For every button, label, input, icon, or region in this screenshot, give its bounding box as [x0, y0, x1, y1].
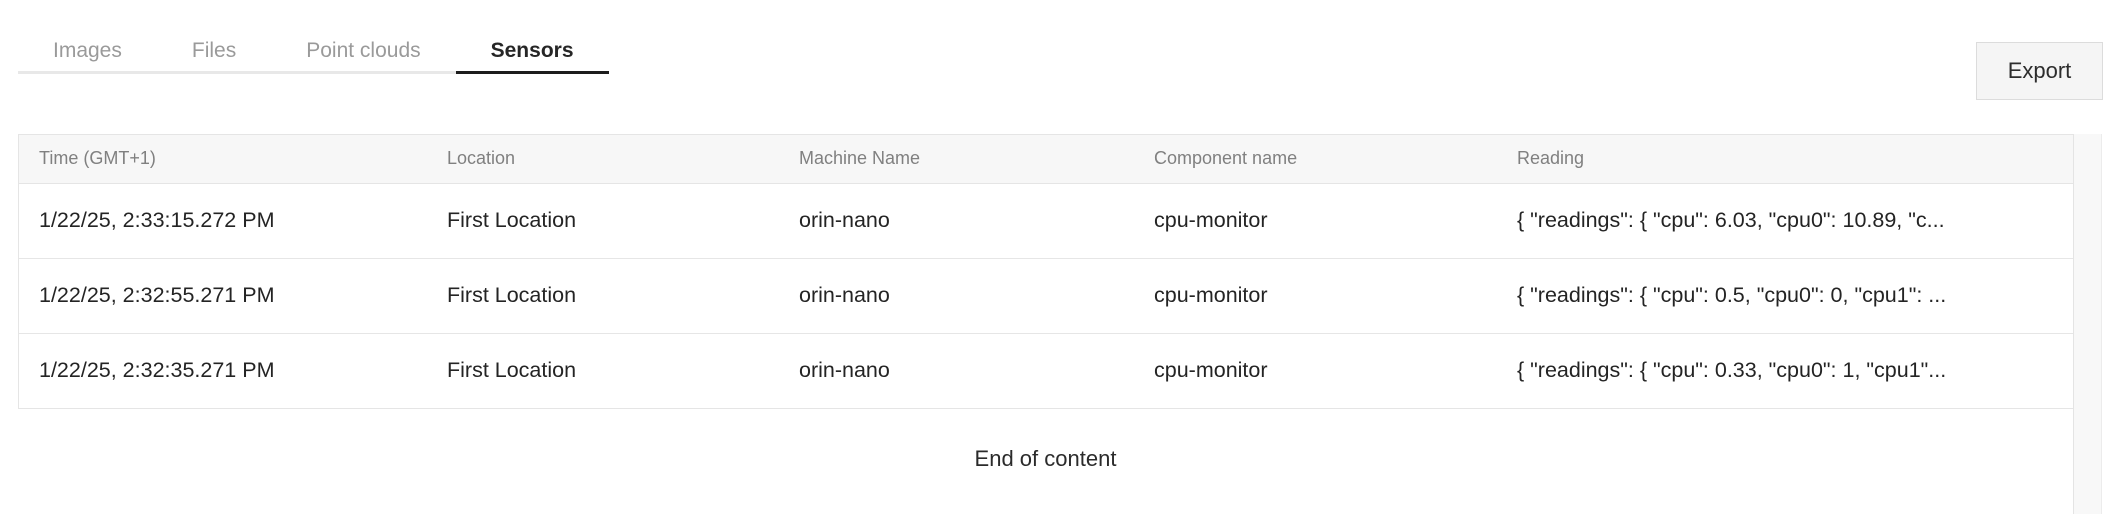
cell-reading: { "readings": { "cpu": 0.5, "cpu0": 0, "…	[1497, 257, 2073, 333]
column-header-time: Time (GMT+1)	[19, 135, 427, 184]
column-header-reading: Reading	[1497, 135, 2073, 184]
cell-location: First Location	[427, 257, 779, 333]
column-header-component: Component name	[1134, 135, 1497, 184]
export-button[interactable]: Export	[1976, 42, 2103, 100]
cell-machine: orin-nano	[779, 257, 1134, 333]
table-row[interactable]: 1/22/25, 2:33:15.272 PM First Location o…	[19, 183, 2073, 258]
cell-location: First Location	[427, 332, 779, 408]
table-header-row: Time (GMT+1) Location Machine Name Compo…	[19, 135, 2073, 184]
table-row[interactable]: 1/22/25, 2:32:55.271 PM First Location o…	[19, 257, 2073, 333]
cell-time: 1/22/25, 2:33:15.272 PM	[19, 183, 427, 258]
column-header-machine: Machine Name	[779, 135, 1134, 184]
data-type-tabs: Images Files Point clouds Sensors	[18, 30, 609, 74]
cell-location: First Location	[427, 183, 779, 258]
table-row[interactable]: 1/22/25, 2:32:35.271 PM First Location o…	[19, 332, 2073, 408]
cell-time: 1/22/25, 2:32:55.271 PM	[19, 257, 427, 333]
cell-machine: orin-nano	[779, 332, 1134, 408]
cell-machine: orin-nano	[779, 183, 1134, 258]
tab-sensors[interactable]: Sensors	[455, 30, 609, 74]
cell-component: cpu-monitor	[1134, 183, 1497, 258]
end-of-content-message: End of content	[974, 446, 1117, 471]
cell-reading: { "readings": { "cpu": 0.33, "cpu0": 1, …	[1497, 332, 2073, 408]
sensor-readings-table: Time (GMT+1) Location Machine Name Compo…	[18, 134, 2073, 409]
cell-reading: { "readings": { "cpu": 6.03, "cpu0": 10.…	[1497, 183, 2073, 258]
tab-files[interactable]: Files	[156, 30, 272, 74]
cell-component: cpu-monitor	[1134, 257, 1497, 333]
tab-images[interactable]: Images	[18, 30, 157, 74]
vertical-scrollbar[interactable]	[2073, 134, 2102, 514]
column-header-location: Location	[427, 135, 779, 184]
cell-component: cpu-monitor	[1134, 332, 1497, 408]
tab-point-clouds[interactable]: Point clouds	[271, 30, 456, 74]
cell-time: 1/22/25, 2:32:35.271 PM	[19, 332, 427, 408]
